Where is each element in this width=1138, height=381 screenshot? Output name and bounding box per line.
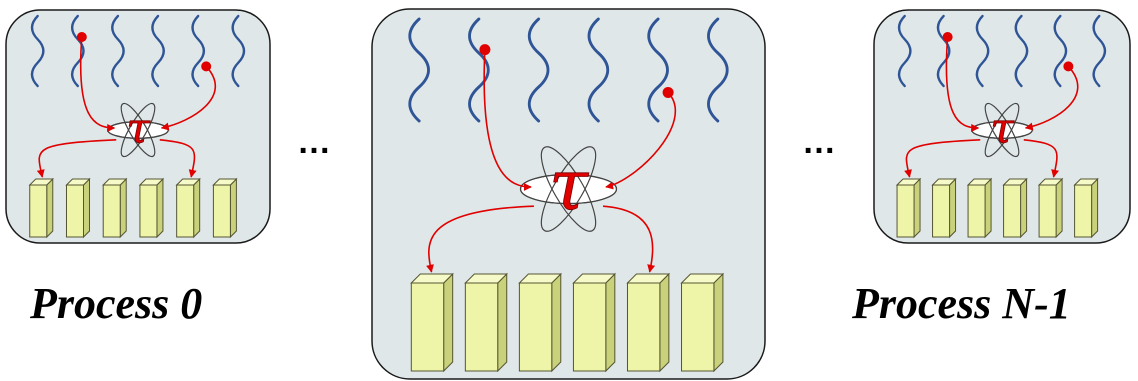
process-n-1-label: Process N-1 bbox=[852, 279, 1071, 328]
output-arrow bbox=[426, 205, 534, 273]
column-block bbox=[626, 272, 671, 373]
input-arrow bbox=[79, 36, 116, 132]
column-block bbox=[1002, 177, 1028, 239]
column-block bbox=[518, 272, 562, 373]
column-block bbox=[572, 272, 617, 373]
wave-line bbox=[151, 14, 165, 88]
input-arrow bbox=[1024, 65, 1079, 131]
wave-line bbox=[897, 14, 912, 88]
input-arrow bbox=[605, 91, 676, 190]
wave-line bbox=[71, 14, 85, 88]
wave-line bbox=[527, 17, 550, 123]
wave-line bbox=[231, 14, 246, 88]
process-panel-process-middle: τ bbox=[371, 8, 766, 380]
column-block bbox=[895, 177, 922, 239]
column-block bbox=[464, 272, 508, 373]
wave-line bbox=[707, 17, 729, 123]
svg-text:τ: τ bbox=[990, 103, 1014, 152]
column-block bbox=[1073, 177, 1099, 239]
column-block bbox=[65, 177, 91, 239]
wave-line bbox=[408, 17, 430, 123]
svg-text:τ: τ bbox=[126, 103, 150, 152]
wave-line bbox=[468, 17, 490, 123]
output-arrow bbox=[1023, 139, 1060, 178]
wave-line bbox=[1092, 14, 1107, 88]
column-block bbox=[966, 177, 993, 239]
wave-line bbox=[647, 17, 669, 123]
column-block bbox=[1037, 177, 1064, 239]
tau-atom-icon: τ bbox=[519, 144, 618, 232]
wave-line bbox=[191, 14, 205, 88]
wave-line bbox=[587, 17, 610, 123]
process-panel-process-0: τ bbox=[5, 9, 271, 244]
wave-line bbox=[975, 14, 990, 88]
wave-line bbox=[936, 14, 951, 88]
column-block bbox=[28, 177, 54, 239]
input-arrow bbox=[483, 49, 532, 191]
column-block bbox=[138, 177, 165, 239]
column-block bbox=[102, 177, 128, 239]
column-block bbox=[410, 272, 454, 373]
column-block bbox=[175, 177, 201, 239]
wave-line bbox=[1014, 14, 1029, 88]
svg-text:τ: τ bbox=[549, 145, 589, 227]
column-block bbox=[931, 177, 957, 239]
column-block bbox=[212, 177, 238, 239]
input-arrow bbox=[160, 65, 217, 131]
output-arrow bbox=[36, 139, 117, 178]
wave-line bbox=[1053, 14, 1068, 88]
output-arrow bbox=[159, 139, 197, 178]
ellipsis-right: … bbox=[802, 123, 837, 161]
process-panel-process-n-1: τ bbox=[873, 9, 1131, 244]
output-arrow bbox=[904, 139, 981, 178]
wave-line bbox=[111, 14, 125, 88]
ellipsis-left: … bbox=[297, 123, 332, 161]
input-arrow bbox=[945, 36, 980, 132]
output-arrow bbox=[603, 205, 656, 273]
column-block bbox=[680, 272, 725, 373]
process-0-label: Process 0 bbox=[30, 279, 203, 328]
wave-line bbox=[30, 14, 45, 88]
